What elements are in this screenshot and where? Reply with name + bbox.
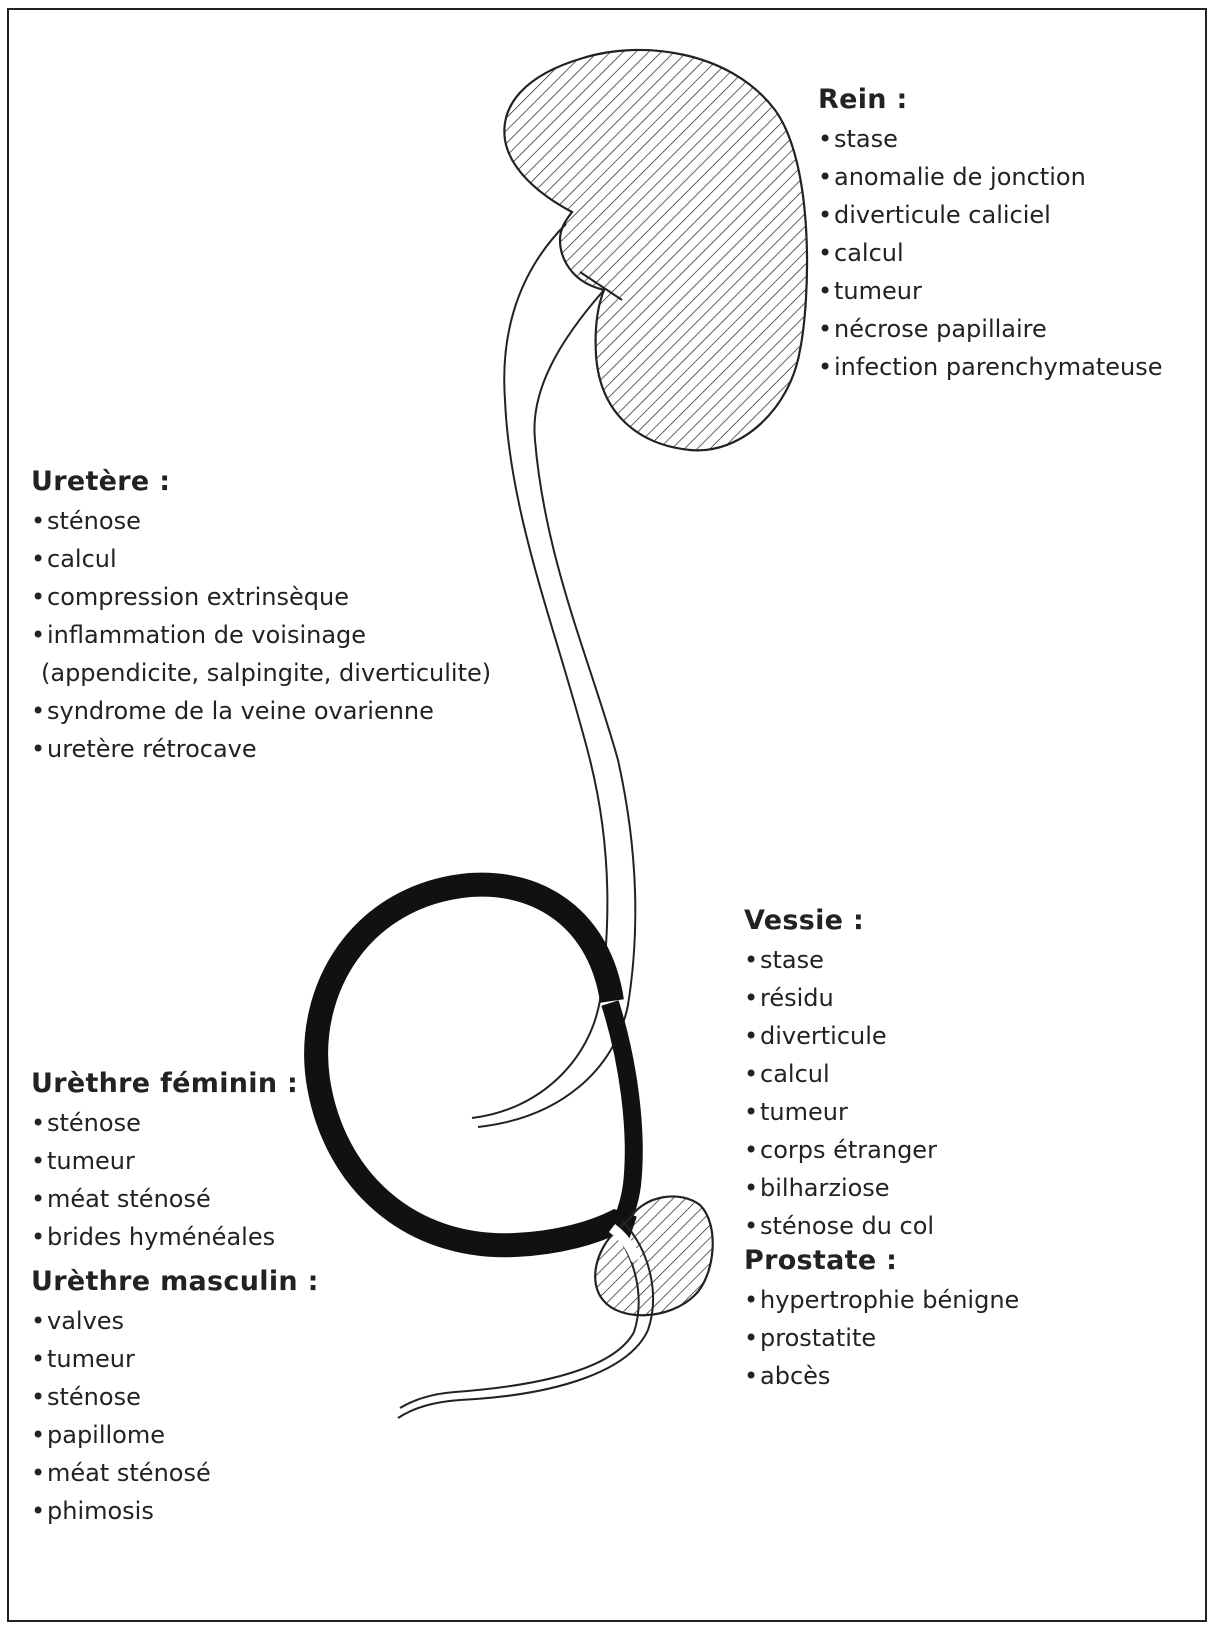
ureter-right-outline — [478, 290, 635, 1127]
list-item: •tumeur — [31, 1142, 298, 1180]
list-item: •sténose du col — [744, 1207, 937, 1245]
ureter-title: Uretère : — [31, 466, 491, 498]
list-item: •sténose — [31, 1378, 319, 1416]
list-item: •anomalie de jonction — [818, 158, 1163, 196]
list-item: •valves — [31, 1302, 319, 1340]
female-urethra-label-block: Urèthre féminin : •sténose •tumeur •méat… — [31, 1068, 298, 1256]
list-item: •hypertrophie bénigne — [744, 1281, 1019, 1319]
list-item: •stase — [744, 941, 937, 979]
list-item: •stase — [818, 120, 1163, 158]
list-item: •inflammation de voisinage — [31, 616, 491, 654]
female-urethra-title: Urèthre féminin : — [31, 1068, 298, 1100]
list-item: •brides hyménéales — [31, 1218, 298, 1256]
prostate-list: •hypertrophie bénigne •prostatite •abcès — [744, 1281, 1019, 1395]
list-item: •syndrome de la veine ovarienne — [31, 692, 491, 730]
ureter-list: •sténose •calcul •compression extrinsèqu… — [31, 502, 491, 768]
bladder-ring — [316, 885, 633, 1246]
list-item: •méat sténosé — [31, 1454, 319, 1492]
male-urethra-title: Urèthre masculin : — [31, 1266, 319, 1298]
list-item: •bilharziose — [744, 1169, 937, 1207]
list-item: •tumeur — [31, 1340, 319, 1378]
kidney-list: •stase •anomalie de jonction •diverticul… — [818, 120, 1163, 386]
female-urethra-list: •sténose •tumeur •méat sténosé •brides h… — [31, 1104, 298, 1256]
list-item: •papillome — [31, 1416, 319, 1454]
list-item: •infection parenchymateuse — [818, 348, 1163, 386]
list-item: •sténose — [31, 502, 491, 540]
list-item: •méat sténosé — [31, 1180, 298, 1218]
list-item: •diverticule — [744, 1017, 937, 1055]
list-item: •phimosis — [31, 1492, 319, 1530]
prostate-title: Prostate : — [744, 1245, 1019, 1277]
list-item-continuation: (appendicite, salpingite, diverticulite) — [31, 654, 491, 692]
prostate-label-block: Prostate : •hypertrophie bénigne •prosta… — [744, 1245, 1019, 1395]
bladder-label-block: Vessie : •stase •résidu •diverticule •ca… — [744, 905, 937, 1245]
list-item: •nécrose papillaire — [818, 310, 1163, 348]
list-item: •résidu — [744, 979, 937, 1017]
male-urethra-label-block: Urèthre masculin : •valves •tumeur •stén… — [31, 1266, 319, 1530]
list-item: •corps étranger — [744, 1131, 937, 1169]
bladder-list: •stase •résidu •diverticule •calcul •tum… — [744, 941, 937, 1245]
bladder-title: Vessie : — [744, 905, 937, 937]
kidney-shape — [504, 50, 807, 450]
list-item: •calcul — [744, 1055, 937, 1093]
ureter-label-block: Uretère : •sténose •calcul •compression … — [31, 466, 491, 768]
list-item: •uretère rétrocave — [31, 730, 491, 768]
kidney-title: Rein : — [818, 84, 1163, 116]
list-item: •tumeur — [818, 272, 1163, 310]
bladder-neck — [610, 1003, 634, 1222]
ureter-left-outline — [472, 224, 607, 1118]
list-item: •calcul — [31, 540, 491, 578]
list-item: •compression extrinsèque — [31, 578, 491, 616]
list-item: •abcès — [744, 1357, 1019, 1395]
list-item: •prostatite — [744, 1319, 1019, 1357]
list-item: •tumeur — [744, 1093, 937, 1131]
kidney-label-block: Rein : •stase •anomalie de jonction •div… — [818, 84, 1163, 386]
list-item: •sténose — [31, 1104, 298, 1142]
list-item: •diverticule caliciel — [818, 196, 1163, 234]
male-urethra-list: •valves •tumeur •sténose •papillome •méa… — [31, 1302, 319, 1530]
list-item: •calcul — [818, 234, 1163, 272]
